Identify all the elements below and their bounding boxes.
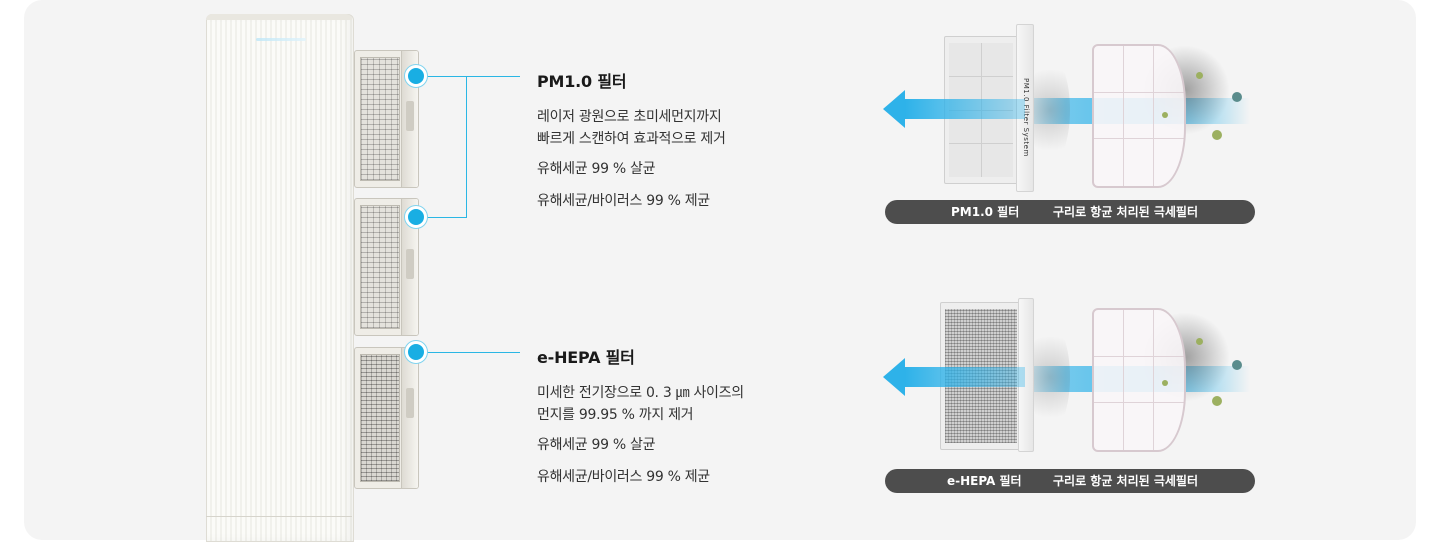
pm10-feature-1: 유해세균 99 % 살균 <box>537 161 656 177</box>
connector-line-pm10-top <box>417 76 520 77</box>
pm10-illustration-labels: PM1.0 필터 구리로 항균 처리된 극세필터 <box>885 200 1255 224</box>
pm10-title: PM1.0 필터 <box>537 72 627 91</box>
germ-icon <box>1212 396 1222 406</box>
air-purifier-tower <box>206 14 354 554</box>
connector-dot-icon <box>405 65 427 87</box>
airflow-arrow-icon <box>883 358 905 396</box>
airflow-arrow-shaft <box>905 99 1025 119</box>
ehepa-info-block: e-HEPA 필터 미세한 전기장으로 0. 3 ㎛ 사이즈의 먼지를 99.9… <box>537 344 837 500</box>
pm10-feature-2: 유해세균/바이러스 99 % 제균 <box>537 193 710 209</box>
purifier-top-cap <box>206 14 352 20</box>
airflow-arrow-icon <box>883 90 905 128</box>
copper-filter-label: 구리로 항균 처리된 극세필터 <box>1053 474 1199 488</box>
germ-icon <box>1162 380 1168 386</box>
ehepa-feature-1: 유해세균 99 % 살균 <box>537 437 656 453</box>
pm10-filter-cassette-lower <box>354 198 419 336</box>
ehepa-feature-2: 유해세균/바이러스 99 % 제균 <box>537 469 710 485</box>
ehepa-illustration-labels: e-HEPA 필터 구리로 항균 처리된 극세필터 <box>885 469 1255 493</box>
germ-icon <box>1162 112 1168 118</box>
ehepa-title: e-HEPA 필터 <box>537 348 635 367</box>
pm10-label: PM1.0 필터 <box>951 205 1020 219</box>
germ-icon <box>1232 92 1242 102</box>
connector-line-pm10-bottom <box>417 217 467 218</box>
germ-icon <box>1212 130 1222 140</box>
ehepa-filter-cassette <box>354 347 419 489</box>
germ-icon <box>1232 360 1242 370</box>
ehepa-description: 미세한 전기장으로 0. 3 ㎛ 사이즈의 먼지를 99.95 % 까지 제거 <box>537 385 744 423</box>
purifier-base-seam <box>206 516 352 517</box>
connector-line-ehepa <box>417 352 520 353</box>
copper-microfilter-curved <box>1092 308 1186 452</box>
ehepa-label: e-HEPA 필터 <box>947 474 1022 488</box>
purifier-body <box>206 14 354 542</box>
airflow-arrow-shaft <box>905 367 1025 387</box>
connector-dot-icon <box>405 206 427 228</box>
dust-cloud <box>1030 55 1070 165</box>
copper-microfilter-curved <box>1092 44 1186 188</box>
pm10-description: 레이저 광원으로 초미세먼지까지 빠르게 스캔하여 효과적으로 제거 <box>537 109 726 147</box>
germ-icon <box>1196 72 1203 79</box>
pm10-info-block: PM1.0 필터 레이저 광원으로 초미세먼지까지 빠르게 스캔하여 효과적으로… <box>537 68 837 224</box>
dust-cloud <box>1030 322 1070 432</box>
germ-icon <box>1196 338 1203 345</box>
purifier-led-strip <box>256 38 306 41</box>
copper-filter-label: 구리로 항균 처리된 극세필터 <box>1053 205 1199 219</box>
connector-dot-icon <box>405 341 427 363</box>
connector-line-pm10-vertical <box>466 76 467 218</box>
